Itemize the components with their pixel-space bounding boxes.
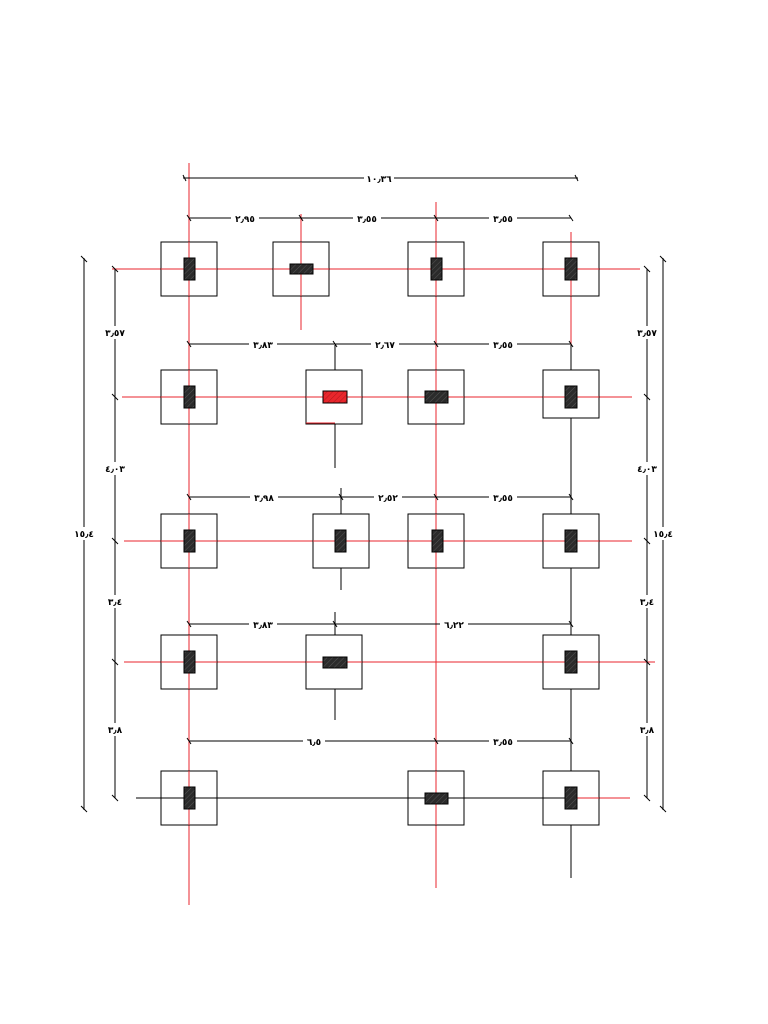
dim-row3-2: ٢٫٥٢ xyxy=(378,494,398,504)
dim-row4-1: ٣٫٨٣ xyxy=(253,621,273,631)
column-r3-c xyxy=(431,529,444,553)
dim-top-row1-2: ٣٫٥٥ xyxy=(357,215,377,225)
dim-top-row1-1: ٢٫٩٥ xyxy=(235,215,255,225)
dim-right-total: ١٥٫٤ xyxy=(653,530,673,540)
footing-r1-b xyxy=(272,241,330,297)
column-r2-b-highlight xyxy=(322,390,348,404)
footing-r2-d xyxy=(542,369,600,419)
column-r1-a xyxy=(183,257,196,281)
dim-right-1: ٣٫٥٧ xyxy=(637,329,657,339)
column-r1-d xyxy=(564,257,578,281)
column-r4-d xyxy=(564,650,578,674)
column-r3-a xyxy=(183,529,196,553)
dim-row3-3: ٣٫٥٥ xyxy=(493,494,513,504)
dim-right-3: ٣٫٤ xyxy=(640,598,654,608)
footing-r4-b xyxy=(305,634,363,690)
column-r5-d xyxy=(564,786,578,810)
dim-row5-2: ٣٫٥٥ xyxy=(493,738,513,748)
footing-r2-b xyxy=(305,369,363,425)
footing-r5-a xyxy=(160,770,218,826)
column-r2-a xyxy=(183,385,196,409)
footing-r3-a xyxy=(160,513,218,569)
dim-left-total: ١٥٫٤ xyxy=(74,530,94,540)
dim-row4-2: ٦٫٢٢ xyxy=(444,621,464,631)
dim-top-total: ١٠٫٣٦ xyxy=(366,175,392,185)
dim-right-4: ٣٫٨ xyxy=(640,726,655,736)
footing-r1-c xyxy=(407,241,465,297)
dim-row2-1: ٣٫٨٣ xyxy=(253,341,273,351)
footings xyxy=(160,241,600,826)
dimension-labels: ١٠٫٣٦ ٢٫٩٥ ٣٫٥٥ ٣٫٥٥ ٣٫٨٣ ٢٫٦٧ ٣٫٥٥ ٣٫٩٨… xyxy=(70,171,677,748)
column-r1-b xyxy=(289,263,314,275)
footing-r2-a xyxy=(160,369,218,425)
dim-row5-1: ٦٫٥ xyxy=(307,738,321,748)
dim-right-2: ٤٫٠٣ xyxy=(637,465,657,475)
column-r3-b xyxy=(334,529,347,553)
dim-row2-2: ٢٫٦٧ xyxy=(375,341,395,351)
dim-left-3: ٣٫٤ xyxy=(108,598,122,608)
column-r2-c xyxy=(424,390,449,404)
footing-r4-a xyxy=(160,634,218,690)
dim-row3-1: ٣٫٩٨ xyxy=(254,494,274,504)
footing-r3-b xyxy=(312,513,370,569)
column-r1-c xyxy=(430,257,443,281)
column-r5-c xyxy=(424,792,449,805)
column-r2-d xyxy=(564,385,578,409)
dim-left-4: ٣٫٨ xyxy=(108,726,123,736)
footing-r5-d xyxy=(542,770,600,826)
footing-r5-c xyxy=(407,770,465,826)
footing-r2-c xyxy=(407,369,465,425)
footing-r3-c xyxy=(407,513,465,569)
dim-left-1: ٣٫٥٧ xyxy=(105,329,125,339)
dim-left-2: ٤٫٠٣ xyxy=(105,465,125,475)
dim-top-row1-3: ٣٫٥٥ xyxy=(493,215,513,225)
dim-row2-3: ٣٫٥٥ xyxy=(493,341,513,351)
column-r3-d xyxy=(564,529,578,553)
footing-r4-d xyxy=(542,634,600,690)
footing-r3-d xyxy=(542,513,600,569)
footing-r1-d xyxy=(542,241,600,297)
column-r5-a xyxy=(183,786,196,810)
footing-r1-a xyxy=(160,241,218,297)
column-r4-b xyxy=(322,656,348,669)
column-r4-a xyxy=(183,650,196,674)
